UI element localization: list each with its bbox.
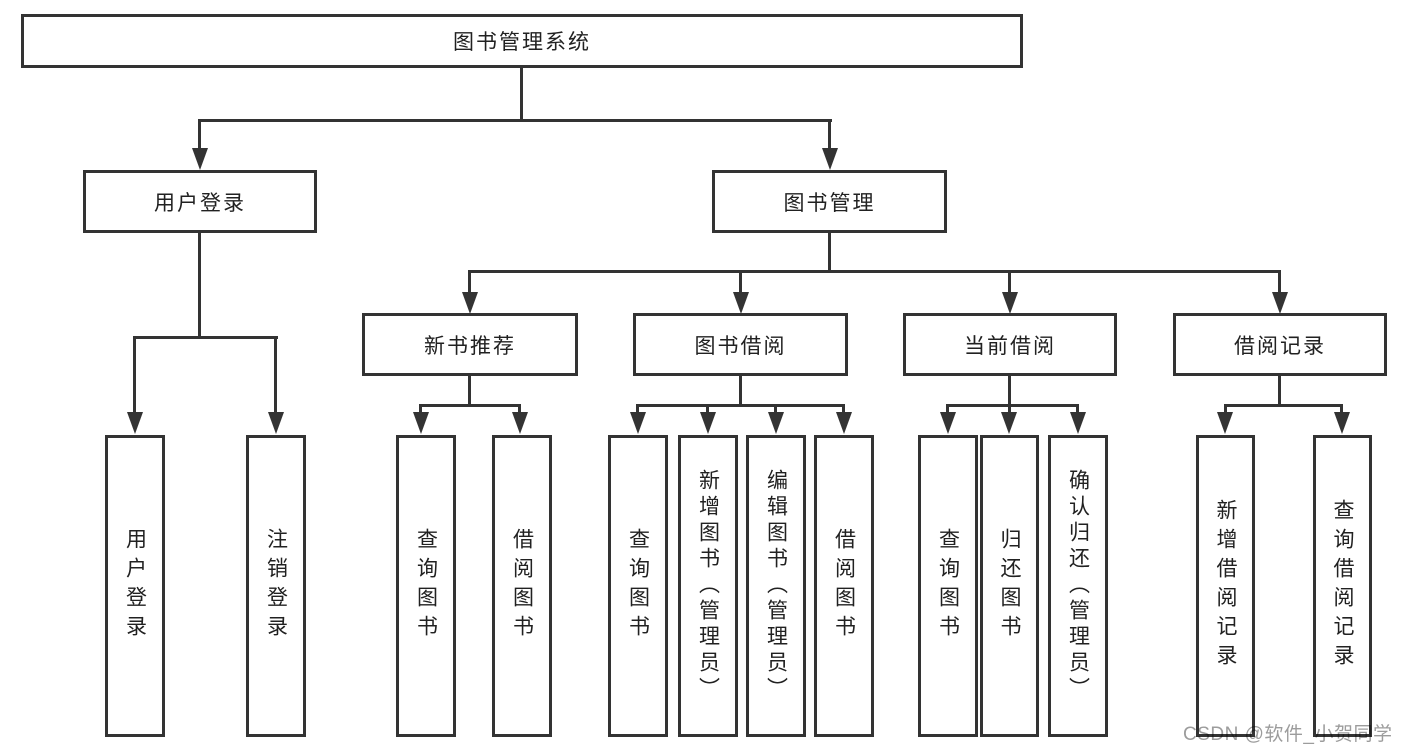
- leaf-user-login: 用户登录: [105, 435, 165, 737]
- connector-user-login-stem: [198, 119, 201, 150]
- connector-leaf-stem: [419, 404, 422, 414]
- leaf-logout: 注销登录: [246, 435, 306, 737]
- arrow-down-icon: [413, 412, 429, 434]
- arrow-down-icon: [192, 148, 208, 170]
- connector-rec-bus: [419, 404, 521, 407]
- connector-leaf-stem: [518, 404, 521, 414]
- arrow-down-icon: [836, 412, 852, 434]
- connector-leaf-stem: [842, 404, 845, 414]
- arrow-down-icon: [1070, 412, 1086, 434]
- leaf-query-book-current: 查询图书: [918, 435, 978, 737]
- arrow-down-icon: [700, 412, 716, 434]
- leaf-query-borrow-record: 查询借阅记录: [1313, 435, 1372, 737]
- connector-module-stem: [1008, 270, 1011, 294]
- connector-leaf-stem: [946, 404, 949, 414]
- node-borrow-record: 借阅记录: [1173, 313, 1387, 376]
- arrow-down-icon: [127, 412, 143, 434]
- arrow-down-icon: [512, 412, 528, 434]
- connector-leaf-stem: [274, 336, 277, 414]
- leaf-add-borrow-record: 新增借阅记录: [1196, 435, 1255, 737]
- arrow-down-icon: [1001, 412, 1017, 434]
- arrow-down-icon: [940, 412, 956, 434]
- node-user-login: 用户登录: [83, 170, 317, 233]
- connector-leaf-stem: [636, 404, 639, 414]
- connector-borrow-bus: [636, 404, 845, 407]
- arrow-down-icon: [1334, 412, 1350, 434]
- connector-module-stem: [739, 270, 742, 294]
- connector-user-login-bus: [133, 336, 278, 339]
- node-current-borrow: 当前借阅: [903, 313, 1117, 376]
- connector-borrow-down: [739, 376, 742, 406]
- leaf-query-book-borrow: 查询图书: [608, 435, 668, 737]
- leaf-return-book: 归还图书: [980, 435, 1039, 737]
- arrow-down-icon: [733, 292, 749, 314]
- arrow-down-icon: [630, 412, 646, 434]
- connector-module-stem: [468, 270, 471, 294]
- arrow-down-icon: [1217, 412, 1233, 434]
- arrow-down-icon: [822, 148, 838, 170]
- connector-leaf-stem: [706, 404, 709, 414]
- node-root-library-system: 图书管理系统: [21, 14, 1023, 68]
- connector-leaf-stem: [774, 404, 777, 414]
- connector-book-mgmt-bus: [468, 270, 1281, 273]
- node-book-borrow: 图书借阅: [633, 313, 848, 376]
- connector-root-bus: [198, 119, 832, 122]
- arrow-down-icon: [1002, 292, 1018, 314]
- leaf-borrow-book: 借阅图书: [814, 435, 874, 737]
- connector-record-bus: [1224, 404, 1343, 407]
- leaf-query-book-rec: 查询图书: [396, 435, 456, 737]
- node-book-mgmt: 图书管理: [712, 170, 947, 233]
- node-new-book-rec: 新书推荐: [362, 313, 578, 376]
- arrow-down-icon: [268, 412, 284, 434]
- leaf-add-book-admin: 新增图书（管理员）: [678, 435, 738, 737]
- connector-current-bus: [946, 404, 1079, 407]
- connector-leaf-stem: [1008, 404, 1011, 414]
- connector-root-stem: [520, 68, 523, 122]
- connector-module-stem: [1278, 270, 1281, 294]
- connector-leaf-stem: [1224, 404, 1227, 414]
- arrow-down-icon: [768, 412, 784, 434]
- connector-current-down: [1008, 376, 1011, 406]
- leaf-edit-book-admin: 编辑图书（管理员）: [746, 435, 806, 737]
- leaf-borrow-book-rec: 借阅图书: [492, 435, 552, 737]
- connector-book-mgmt-down: [828, 233, 831, 273]
- arrow-down-icon: [1272, 292, 1288, 314]
- connector-leaf-stem: [133, 336, 136, 414]
- connector-user-login-down: [198, 233, 201, 339]
- csdn-watermark: CSDN @软件_小贺同学: [1183, 724, 1393, 745]
- connector-rec-down: [468, 376, 471, 406]
- connector-leaf-stem: [1340, 404, 1343, 414]
- connector-book-mgmt-stem: [828, 119, 831, 150]
- arrow-down-icon: [462, 292, 478, 314]
- leaf-confirm-return-admin: 确认归还（管理员）: [1048, 435, 1108, 737]
- connector-record-down: [1278, 376, 1281, 406]
- connector-leaf-stem: [1076, 404, 1079, 414]
